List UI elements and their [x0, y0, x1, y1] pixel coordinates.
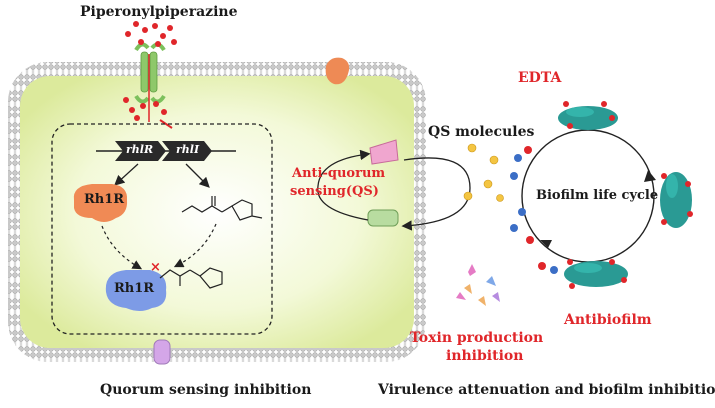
right-caption: Virulence attenuation and biofilm inhibi…	[378, 382, 715, 398]
arrow-rhlR-to-protein	[114, 163, 139, 186]
qs-molecules-label: QS molecules	[428, 124, 535, 140]
protein-rh1r	[73, 184, 128, 222]
qs-molecules	[463, 143, 504, 202]
gene-regulation-box	[51, 123, 273, 335]
arrow-rhlI-to-ahl	[185, 163, 210, 188]
biofilm-cluster-right	[660, 172, 693, 228]
toxin-particles	[456, 264, 500, 306]
complex-ligand	[159, 267, 223, 289]
toxin-label-1: Toxin production	[410, 330, 544, 346]
cycle-label: Biofilm life cycle	[536, 188, 659, 203]
anti-qs-label-1: Anti-quorum	[292, 166, 386, 181]
gene-rhlI	[162, 141, 212, 161]
ahl-molecule	[181, 196, 263, 221]
biofilm-cluster-bottom	[564, 259, 628, 289]
bacteria-left	[510, 146, 558, 274]
drug-molecules	[123, 21, 177, 121]
protein-rh1r-complex	[105, 270, 167, 311]
edta-label: EDTA	[518, 70, 562, 86]
antibiofilm-label: Antibiofilm	[564, 312, 652, 328]
toxin-label-2: inhibition	[446, 348, 524, 364]
inhibition-bar	[159, 119, 173, 129]
gene-rhlR	[115, 141, 166, 161]
receptor-green	[367, 209, 399, 227]
protein-label: Rh1R	[84, 192, 125, 207]
receptor-pink	[369, 139, 399, 165]
blocked-mark: ×	[150, 260, 161, 275]
biofilm-cluster-top	[558, 101, 618, 130]
cell	[8, 62, 426, 362]
complex-label: Rh1R	[114, 281, 155, 296]
dashed-arrow-ahl	[173, 223, 217, 268]
membrane-protein-top-right	[325, 57, 350, 85]
anti-qs-label-2: sensing(QS)	[290, 184, 379, 199]
gene-rhlI-label: rhlI	[176, 143, 200, 156]
membrane-protein-bottom	[153, 339, 171, 365]
drug-label: Piperonylpiperazine	[80, 4, 238, 20]
gene-rhlR-label: rhlR	[126, 143, 154, 156]
qs-cycle-arrow	[401, 157, 471, 231]
qs-cycle-arrow-left	[317, 149, 371, 221]
left-caption: Quorum sensing inhibition	[100, 382, 312, 398]
